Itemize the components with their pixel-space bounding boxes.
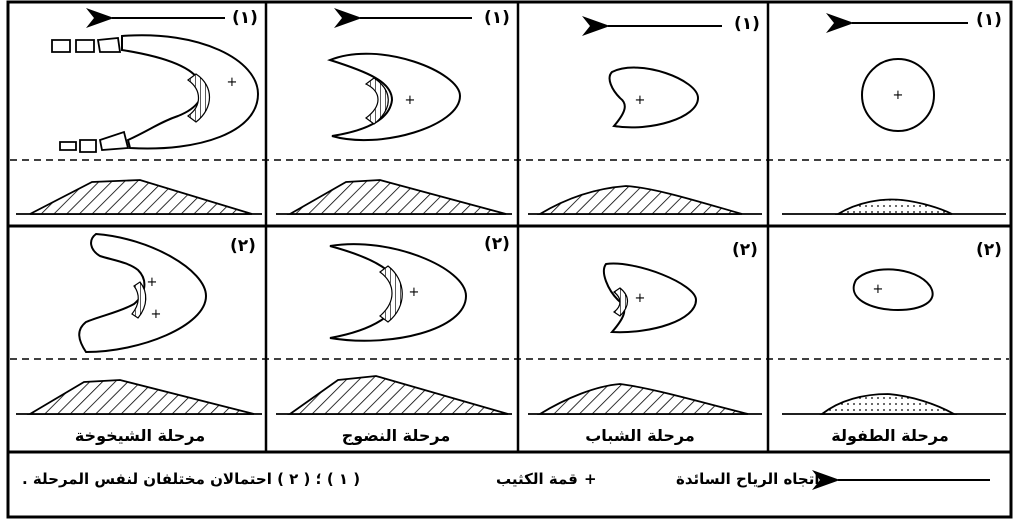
plan-old-age-1: + xyxy=(51,34,260,153)
plan-youth-1: + xyxy=(608,66,700,129)
stage-maturity: مرحلة النضوج xyxy=(341,426,451,445)
legend-crest-symbol: + xyxy=(584,470,597,488)
svg-text:+: + xyxy=(227,75,238,90)
row-label-1-old-age: (١) xyxy=(232,8,258,28)
legend-wind-direction: اتجاه الرياح السائدة xyxy=(676,470,820,488)
stage-youth: مرحلة الشباب xyxy=(585,426,695,445)
svg-text:+: + xyxy=(635,93,646,108)
stage-childhood: مرحلة الطفولة xyxy=(831,426,949,445)
stage-old-age: مرحلة الشيخوخة xyxy=(74,426,206,445)
svg-text:+: + xyxy=(405,93,416,108)
row-label-1-youth: (١) xyxy=(734,14,760,34)
grid-lines xyxy=(6,0,1013,519)
row-label-2-youth: (٢) xyxy=(732,240,758,260)
svg-text:+: + xyxy=(151,307,162,322)
wind-arrows-row-1 xyxy=(86,8,968,36)
row-label-2-old-age: (٢) xyxy=(230,236,256,256)
plan-childhood-2: + xyxy=(852,268,934,312)
legend-dune-crest: قمة الكثيب xyxy=(496,470,578,488)
profiles-row-2 xyxy=(16,375,1006,415)
plan-childhood-1: + xyxy=(861,58,935,132)
svg-text:+: + xyxy=(873,282,884,297)
svg-text:+: + xyxy=(635,291,646,306)
svg-text:+: + xyxy=(147,275,158,290)
plan-old-age-2: + + xyxy=(78,232,208,354)
plan-maturity-1: + xyxy=(327,52,462,142)
row-label-1-childhood: (١) xyxy=(976,10,1002,30)
svg-text:+: + xyxy=(893,88,904,103)
plan-maturity-2: + xyxy=(329,243,468,342)
profiles-row-1 xyxy=(16,179,1006,215)
plan-youth-2: + xyxy=(602,262,698,334)
row-label-2-childhood: (٢) xyxy=(976,240,1002,260)
row-label-2-maturity: (٢) xyxy=(484,234,510,254)
legend-possibilities: ( ١ ) ؛ ( ٢ ) احتمالان مختلفان لنفس المر… xyxy=(22,470,361,488)
svg-text:+: + xyxy=(409,285,420,300)
row-label-1-maturity: (١) xyxy=(484,8,510,28)
